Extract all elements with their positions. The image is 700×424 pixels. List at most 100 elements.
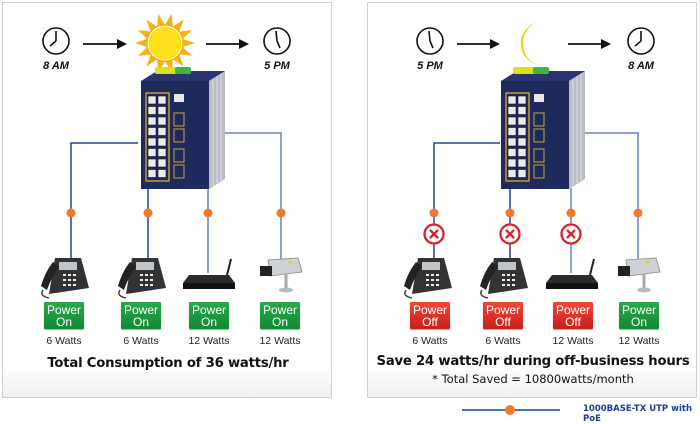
device-2-watts: 6 Watts (485, 335, 521, 347)
sun-ray (157, 13, 165, 26)
ethernet-port (507, 137, 517, 147)
arrow-right-icon (83, 39, 127, 49)
ethernet-port (147, 148, 157, 157)
ethernet-port (517, 169, 527, 178)
arrow-right-icon (206, 39, 249, 49)
total-consumption-summary: Total Consumption of 36 watts/hr (47, 356, 289, 371)
ethernet-port (157, 95, 167, 105)
ethernet-port (147, 158, 157, 168)
ethernet-port (147, 137, 157, 147)
blocked-x-icon (499, 223, 521, 245)
arrow-right-icon (457, 39, 500, 49)
moon-icon (520, 22, 548, 66)
legend-label: 1000BASE-TX UTP with PoE (583, 404, 693, 424)
poe-dot-icon (276, 208, 286, 218)
start-time-label: 8 AM (43, 60, 69, 72)
clock-icon (263, 27, 291, 55)
ip-phone-icon (118, 258, 166, 299)
nighttime-timeline (416, 22, 655, 66)
ip-camera-icon (618, 257, 661, 293)
sun-ray (180, 29, 193, 39)
sun-ray (165, 13, 173, 26)
ethernet-port (507, 127, 517, 136)
poe-dot-icon (203, 208, 213, 218)
poe-dot-icon (429, 208, 439, 218)
ethernet-port (507, 95, 517, 105)
ethernet-port (157, 169, 167, 178)
ethernet-port (157, 106, 167, 115)
wireless-router-icon (183, 258, 235, 289)
power-blocked-icons (423, 223, 582, 245)
poe-dot-icon (566, 208, 576, 218)
device-3-watts: 12 Watts (552, 335, 594, 347)
ethernet-port (507, 169, 517, 178)
sun-icon (135, 13, 195, 73)
daytime-panel: 8 AM 5 PM (2, 2, 332, 398)
sun-ray (183, 39, 195, 47)
ethernet-port (507, 116, 517, 126)
poe-indicators (66, 208, 286, 218)
ethernet-port (147, 95, 157, 105)
poe-dot-icon (633, 208, 643, 218)
industrial-poe-switch (501, 67, 585, 189)
savings-summary: Save 24 watts/hr during off-business hou… (376, 354, 690, 369)
ethernet-port (147, 116, 157, 126)
ethernet-port (157, 148, 167, 157)
cable-to-device-1 (70, 142, 138, 218)
cable-to-device-1 (433, 142, 500, 268)
nighttime-panel: 5 PM 8 AM (367, 2, 697, 398)
ip-camera-icon (260, 257, 303, 293)
ethernet-port (147, 127, 157, 136)
sun-ray (137, 47, 150, 57)
device-1-watts: 6 Watts (46, 335, 82, 347)
ethernet-port (147, 106, 157, 115)
ethernet-port (517, 148, 527, 157)
poe-dot-icon (143, 208, 153, 218)
cable-to-device-4 (221, 132, 282, 218)
ethernet-port (157, 137, 167, 147)
ethernet-port (517, 106, 527, 115)
ip-phone-icon (480, 258, 528, 299)
ethernet-port (517, 158, 527, 168)
cable-to-device-4 (584, 132, 639, 263)
total-saved-note: * Total Saved = 10800watts/month (432, 372, 634, 386)
poe-cable-icon (462, 405, 560, 415)
ethernet-port (507, 106, 517, 115)
ethernet-port (517, 116, 527, 126)
poe-dot-icon (505, 208, 515, 218)
device-1-watts: 6 Watts (412, 335, 448, 347)
sun-ray (135, 39, 147, 47)
daytime-timeline (42, 13, 291, 73)
end-time-label: 5 PM (264, 60, 290, 72)
poe-dot-icon (66, 208, 76, 218)
sun-ray (137, 29, 150, 39)
ethernet-port (147, 169, 157, 178)
wireless-router-icon (546, 258, 598, 289)
ethernet-port (507, 148, 517, 157)
poe-indicators (429, 208, 643, 218)
clock-icon (416, 27, 444, 55)
device-3-watts: 12 Watts (188, 335, 230, 347)
industrial-poe-switch (141, 67, 225, 189)
blocked-x-icon (423, 223, 445, 245)
network-diagram (404, 67, 661, 299)
sun-ray (180, 47, 193, 57)
clock-icon (627, 27, 655, 55)
ethernet-port (517, 95, 527, 105)
poe-cables (70, 132, 282, 273)
ethernet-port (517, 127, 527, 136)
start-time-label: 5 PM (417, 60, 443, 72)
end-time-label: 8 AM (628, 60, 654, 72)
ip-phone-icon (404, 258, 452, 299)
blocked-x-icon (560, 223, 582, 245)
ethernet-port (517, 137, 527, 147)
network-diagram (41, 67, 303, 299)
